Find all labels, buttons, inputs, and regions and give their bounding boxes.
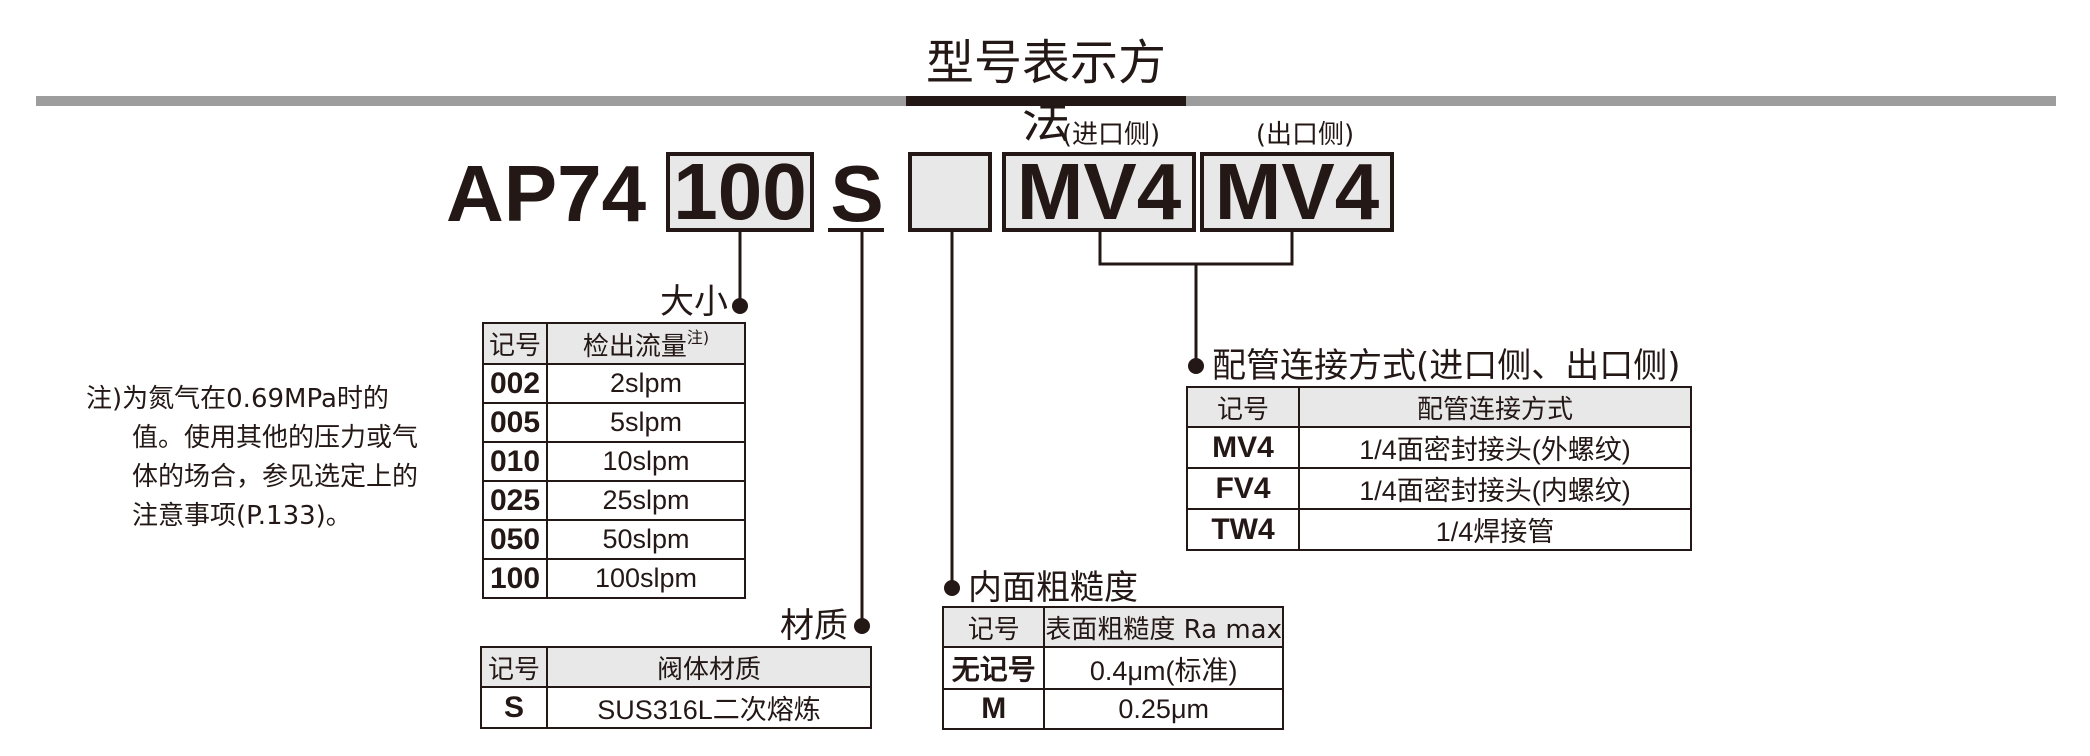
size-value-cell: 10slpm [546,441,746,482]
footnote-line: 注意事项(P.133)。 [132,501,352,531]
piping-code-cell: TW4 [1186,508,1300,551]
material-bullet [854,618,870,634]
size-bullet [732,298,748,314]
finish-code-box [908,152,992,232]
size-code-cell: 100 [482,558,548,599]
outlet-label: (出口侧) [1255,120,1355,150]
size-code-cell: 002 [482,363,548,404]
piping-value-cell: 1/4面密封接头(外螺纹) [1298,426,1692,469]
piping-bracket [1098,232,1294,266]
size-value-cell: 50slpm [546,519,746,560]
material-header-value: 阀体材质 [546,646,872,688]
model-prefix: AP74 [446,149,647,238]
piping-header-value: 配管连接方式 [1298,386,1692,428]
finish-header-row: 记号 表面粗糙度 Ra max [941,606,1284,648]
size-header-code: 记号 [482,322,548,365]
size-value-cell: 2slpm [546,363,746,404]
piping-code-cell: MV4 [1186,426,1300,469]
piping-value-cell: 1/4焊接管 [1298,508,1692,551]
inlet-label: (进口侧) [1061,120,1161,150]
finish-value-cell: 0.25μm [1043,688,1284,730]
material-code-cell: S [480,686,548,729]
piping-header-row: 记号 配管连接方式 [1186,386,1692,428]
size-code-cell: 005 [482,402,548,443]
size-header-row: 记号 检出流量注) [482,322,746,365]
finish-value-cell: 0.4μm(标准) [1043,646,1284,690]
piping-code-cell: FV4 [1186,467,1300,510]
size-code-box: 100 [666,152,814,232]
material-header-row: 记号 阀体材质 [480,646,872,688]
size-header-value: 检出流量注) [546,322,746,365]
material-value-cell: SUS316L二次熔炼 [546,686,872,729]
size-value-cell: 5slpm [546,402,746,443]
material-code: S [830,149,884,238]
finish-header-code: 记号 [941,606,1046,648]
footnote: 注)为氮气在0.69MPa时的 值。使用其他的压力或气 体的场合，参见选定上的 … [86,380,472,536]
footnote-line: 体的场合，参见选定上的 [132,462,419,492]
piping-bullet [1188,358,1204,374]
material-title: 材质 [780,606,848,646]
finish-header-value: 表面粗糙度 Ra max [1043,606,1284,648]
size-header-value-text: 检出流量 [582,332,687,362]
outlet-code-box: MV4 [1200,152,1394,232]
piping-title: 配管连接方式(进口侧、出口侧) [1212,346,1681,386]
size-header-note: 注) [686,328,710,347]
size-code-cell: 010 [482,441,548,482]
finish-title: 内面粗糙度 [968,568,1138,608]
finish-code-cell: M [941,688,1046,730]
size-code-cell: 025 [482,480,548,521]
finish-bullet [944,580,960,596]
piping-header-code: 记号 [1186,386,1300,428]
inlet-code-box: MV4 [1002,152,1196,232]
size-value-cell: 100slpm [546,558,746,599]
footnote-line: 注)为氮气在0.69MPa时的 [86,384,389,414]
title-rule-accent [906,96,1186,106]
material-code-underline [828,228,884,232]
size-code-cell: 050 [482,519,548,560]
size-title: 大小 [660,282,728,322]
page-title: 型号表示方法 [925,35,1166,149]
piping-value-cell: 1/4面密封接头(内螺纹) [1298,467,1692,510]
finish-code-cell: 无记号 [941,646,1046,690]
material-header-code: 记号 [480,646,548,688]
footnote-line: 值。使用其他的压力或气 [132,423,419,453]
size-value-cell: 25slpm [546,480,746,521]
